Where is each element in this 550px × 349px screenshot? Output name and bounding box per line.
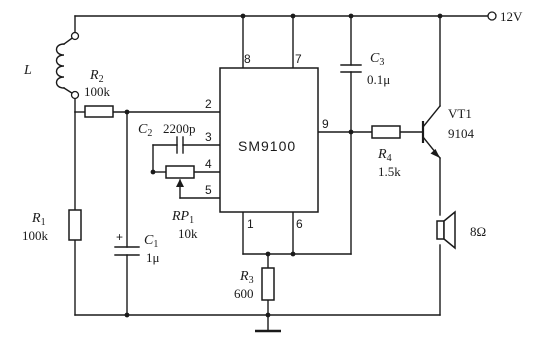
ic-pin-7: 7: [295, 52, 302, 66]
c3-ref-label: C3: [370, 51, 384, 68]
resistor-r1: R1 100k: [22, 209, 82, 243]
inductor-label: L: [23, 63, 32, 78]
capacitor-c3: C3 0.1μ: [340, 51, 390, 87]
junction-dot: [265, 312, 271, 318]
c2-ref-label: C2: [138, 122, 152, 139]
vt1-value-label: 9104: [448, 126, 475, 141]
junction-dot: [150, 169, 156, 175]
vt1-ref-label: VT1: [448, 106, 472, 121]
resistor-r2-body: [84, 105, 114, 118]
resistor-r2: R2 100k: [84, 68, 114, 118]
wiper-arrow-icon: [176, 179, 184, 187]
potentiometer-rp1-body: [165, 165, 195, 179]
speaker-coil-icon: [436, 220, 445, 240]
junction-dot: [290, 251, 296, 257]
emitter-arrow-icon: [430, 149, 440, 158]
resistor-r3: R3 600: [234, 267, 275, 301]
inductor-terminal-top: [70, 31, 80, 41]
junction-dot: [265, 251, 271, 257]
c1-value-label: 1μ: [146, 250, 160, 265]
r2-ref-label: R2: [89, 68, 104, 85]
rp1-value-label: 10k: [178, 226, 198, 241]
capacitor-c2: C2 2200p: [138, 121, 196, 154]
r2-value-label: 100k: [84, 84, 111, 99]
ic-pin-6: 6: [296, 217, 303, 231]
ic-name-label: SM9100: [238, 138, 296, 154]
r1-value-label: 100k: [22, 228, 49, 243]
ic-pin-9: 9: [322, 117, 329, 131]
junction-dot: [240, 13, 246, 19]
r4-ref-label: R4: [377, 147, 392, 164]
junction-dot: [124, 109, 130, 115]
ic-pin-8: 8: [244, 52, 251, 66]
ic-body: [219, 67, 319, 213]
junction-dot: [348, 129, 354, 135]
transistor-vt1: VT1 9104: [421, 105, 475, 159]
speaker: 8Ω: [436, 210, 486, 250]
capacitor-c1: + C1 1μ: [114, 230, 160, 265]
junction-dot: [290, 13, 296, 19]
ic-pin-5: 5: [205, 183, 212, 197]
rp1-ref-label: RP1: [171, 209, 194, 226]
supply-terminal: 12V: [487, 9, 523, 24]
ic-sm9100: SM9100 8 7 2 3 4 5 9 1 6: [205, 52, 329, 231]
c2-value-label: 2200p: [163, 121, 196, 136]
supply-terminal-icon: [487, 11, 497, 21]
supply-label: 12V: [500, 9, 523, 24]
c1-ref-label: C1: [144, 233, 158, 250]
junction-dot: [437, 13, 443, 19]
junction-dot: [348, 13, 354, 19]
wires: [74, 15, 489, 331]
transistor-collector-icon: [422, 105, 441, 128]
r1-ref-label: R1: [31, 211, 46, 228]
resistor-r3-body: [261, 267, 275, 301]
junctions: [124, 13, 443, 318]
r3-value-label: 600: [234, 286, 254, 301]
r4-value-label: 1.5k: [378, 164, 401, 179]
ic-pin-1: 1: [247, 217, 254, 231]
speaker-value-label: 8Ω: [470, 224, 486, 239]
junction-dot: [124, 312, 130, 318]
resistor-r1-body: [68, 209, 82, 241]
resistor-r4: R4 1.5k: [371, 125, 401, 179]
speaker-cone-icon: [443, 210, 456, 250]
resistor-r4-body: [371, 125, 401, 139]
ic-pin-2: 2: [205, 97, 212, 111]
ic-pin-4: 4: [205, 157, 212, 171]
inductor-coil-icon: [55, 43, 65, 89]
c1-polarity-mark: +: [116, 230, 123, 244]
inductor-l: L: [23, 31, 80, 100]
inductor-terminal-bottom: [70, 90, 80, 100]
potentiometer-rp1: RP1 10k: [165, 165, 198, 241]
r3-ref-label: R3: [239, 269, 254, 286]
ic-pin-3: 3: [205, 130, 212, 144]
c3-value-label: 0.1μ: [367, 72, 390, 87]
